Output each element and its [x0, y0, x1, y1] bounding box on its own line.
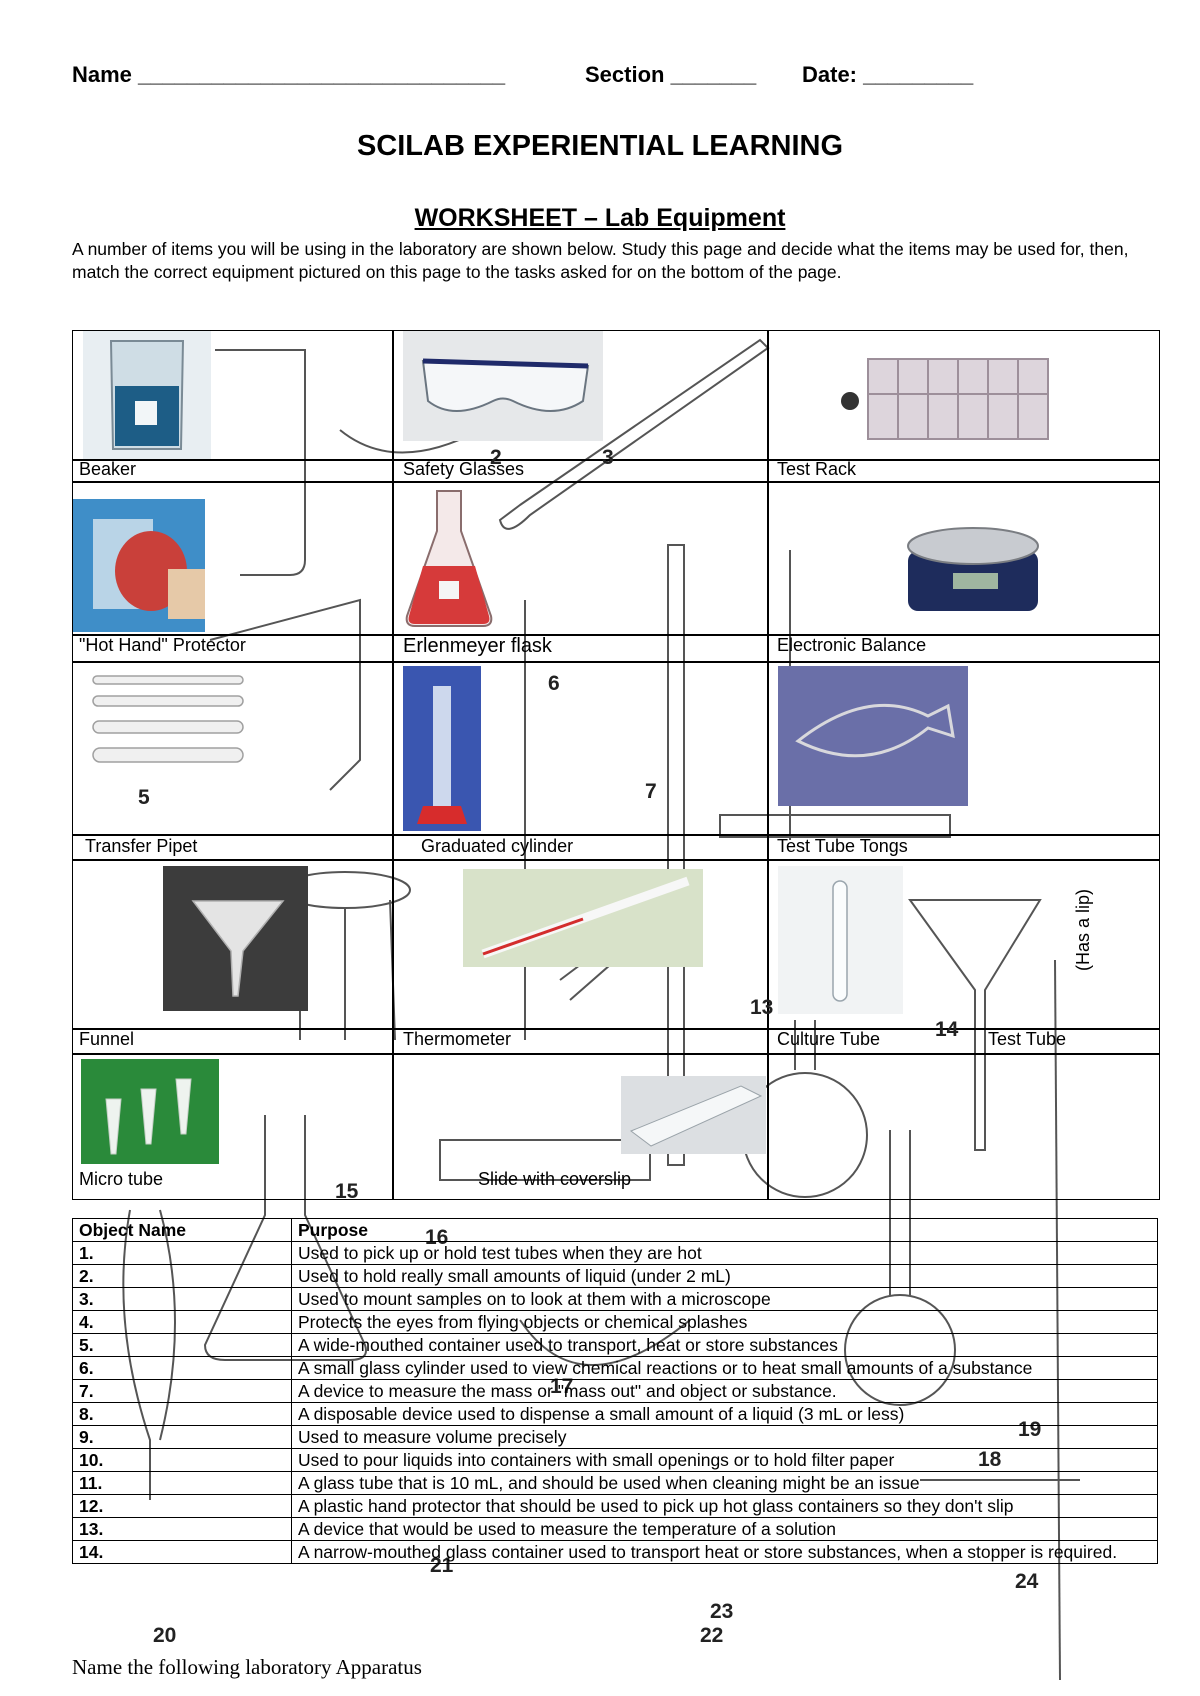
row-purpose: Used to mount samples on to look at them…	[291, 1287, 1158, 1311]
hot-hand-image	[73, 499, 205, 632]
label-graduated-cylinder: Graduated cylinder	[421, 836, 574, 856]
beaker-image	[83, 331, 211, 459]
header-purpose: Purpose	[291, 1218, 1158, 1242]
row-number: 14.	[72, 1540, 292, 1564]
micro-tube-image	[81, 1059, 219, 1164]
label-erlenmeyer: Erlenmeyer flask	[403, 635, 552, 657]
thermometer-image	[463, 869, 703, 967]
name-field-label: Name ______________________________	[72, 62, 506, 87]
page-title: SCILAB EXPERIENTIAL LEARNING	[356, 130, 844, 162]
slide-image	[621, 1076, 766, 1154]
footer-instruction: Name the following laboratory Apparatus	[72, 1655, 422, 1679]
row-purpose: Protects the eyes from flying objects or…	[291, 1310, 1158, 1334]
table-row: 12.A plastic hand protector that should …	[72, 1494, 1158, 1518]
table-row: 7.A device to measure the mass or "mass …	[72, 1379, 1158, 1403]
row-purpose: A small glass cylinder used to view chem…	[291, 1356, 1158, 1380]
row-number: 5.	[72, 1333, 292, 1357]
sketch-number: 6	[548, 672, 560, 695]
label-beaker: Beaker	[79, 459, 137, 479]
label-test-rack: Test Rack	[777, 459, 857, 479]
label-test-tube-tongs: Test Tube Tongs	[777, 836, 908, 856]
row-number: 9.	[72, 1425, 292, 1449]
sketch-number: 2	[490, 446, 502, 469]
table-row: 13.A device that would be used to measur…	[72, 1517, 1158, 1541]
funnel-image	[163, 866, 308, 1011]
table-row: 4.Protects the eyes from flying objects …	[72, 1310, 1158, 1334]
row-number: 8.	[72, 1402, 292, 1426]
label-slide: Slide with coverslip	[478, 1169, 632, 1189]
label-test-tube: Test Tube	[988, 1029, 1067, 1049]
label-hot-hand: "Hot Hand" Protector	[79, 635, 246, 655]
table-header-row: Object Name Purpose	[72, 1218, 1158, 1242]
table-row: 8.A disposable device used to dispense a…	[72, 1402, 1158, 1426]
row-number: 6.	[72, 1356, 292, 1380]
label-funnel: Funnel	[79, 1029, 135, 1049]
section-field-label: Section _______	[585, 62, 757, 87]
sketch-number: 5	[138, 786, 150, 809]
equipment-grid: Beaker Safety Glasses Test Rack "Hot Han…	[72, 330, 1160, 1200]
label-has-lip: (Has a lip)	[1073, 888, 1093, 971]
row-purpose: A plastic hand protector that should be …	[291, 1494, 1158, 1518]
graduated-cylinder-image	[403, 666, 481, 831]
row-purpose: A device to measure the mass or "mass ou…	[291, 1379, 1158, 1403]
row-purpose: Used to measure volume precisely	[291, 1425, 1158, 1449]
sketch-number: 20	[153, 1624, 177, 1647]
table-row: 6.A small glass cylinder used to view ch…	[72, 1356, 1158, 1380]
transfer-pipet-image	[83, 666, 258, 776]
row-purpose: A glass tube that is 10 mL, and should b…	[291, 1471, 1158, 1495]
row-purpose: Used to pour liquids into containers wit…	[291, 1448, 1158, 1472]
sketch-number: 3	[602, 446, 614, 469]
culture-tube-image	[778, 866, 903, 1014]
sketch-number: 14	[935, 1018, 959, 1041]
table-row: 10.Used to pour liquids into containers …	[72, 1448, 1158, 1472]
row-purpose: Used to hold really small amounts of liq…	[291, 1264, 1158, 1288]
label-thermometer: Thermometer	[403, 1029, 512, 1049]
safety-glasses-image	[403, 331, 603, 441]
purpose-table: Object Name Purpose 1.Used to pick up or…	[72, 1218, 1158, 1564]
table-row: 1.Used to pick up or hold test tubes whe…	[72, 1241, 1158, 1265]
sketch-number: 15	[335, 1180, 359, 1203]
row-number: 13.	[72, 1517, 292, 1541]
row-number: 4.	[72, 1310, 292, 1334]
sketch-number: 7	[645, 780, 657, 803]
table-row: 5.A wide-mouthed container used to trans…	[72, 1333, 1158, 1357]
intro-paragraph: A number of items you will be using in t…	[72, 239, 1129, 282]
worksheet-subtitle: WORKSHEET – Lab Equipment	[414, 204, 786, 232]
row-purpose: A disposable device used to dispense a s…	[291, 1402, 1158, 1426]
header-object-name: Object Name	[72, 1218, 292, 1242]
sketch-number: 22	[700, 1624, 724, 1647]
row-number: 11.	[72, 1471, 292, 1495]
row-number: 10.	[72, 1448, 292, 1472]
sketch-number: 24	[1015, 1570, 1039, 1593]
label-culture-tube: Culture Tube	[777, 1029, 881, 1049]
row-purpose: A device that would be used to measure t…	[291, 1517, 1158, 1541]
row-number: 2.	[72, 1264, 292, 1288]
row-purpose: A wide-mouthed container used to transpo…	[291, 1333, 1158, 1357]
table-row: 9.Used to measure volume precisely	[72, 1425, 1158, 1449]
row-purpose: A narrow-mouthed glass container used to…	[291, 1540, 1158, 1564]
label-electronic-balance: Electronic Balance	[777, 635, 927, 655]
label-micro-tube: Micro tube	[79, 1169, 164, 1189]
label-safety-glasses: Safety Glasses	[403, 459, 525, 479]
table-row: 2.Used to hold really small amounts of l…	[72, 1264, 1158, 1288]
row-number: 12.	[72, 1494, 292, 1518]
table-row: 3.Used to mount samples on to look at th…	[72, 1287, 1158, 1311]
row-number: 3.	[72, 1287, 292, 1311]
label-transfer-pipet: Transfer Pipet	[85, 836, 198, 856]
erlenmeyer-image	[403, 486, 495, 631]
table-row: 14.A narrow-mouthed glass container used…	[72, 1540, 1158, 1564]
row-purpose: Used to pick up or hold test tubes when …	[291, 1241, 1158, 1265]
row-number: 1.	[72, 1241, 292, 1265]
sketch-number: 13	[750, 996, 774, 1019]
test-rack-image	[828, 339, 1058, 454]
test-tube-tongs-image	[778, 666, 968, 806]
sketch-number: 23	[710, 1600, 734, 1623]
table-row: 11.A glass tube that is 10 mL, and shoul…	[72, 1471, 1158, 1495]
date-field-label: Date: _________	[802, 62, 974, 87]
row-number: 7.	[72, 1379, 292, 1403]
balance-image	[898, 501, 1048, 621]
